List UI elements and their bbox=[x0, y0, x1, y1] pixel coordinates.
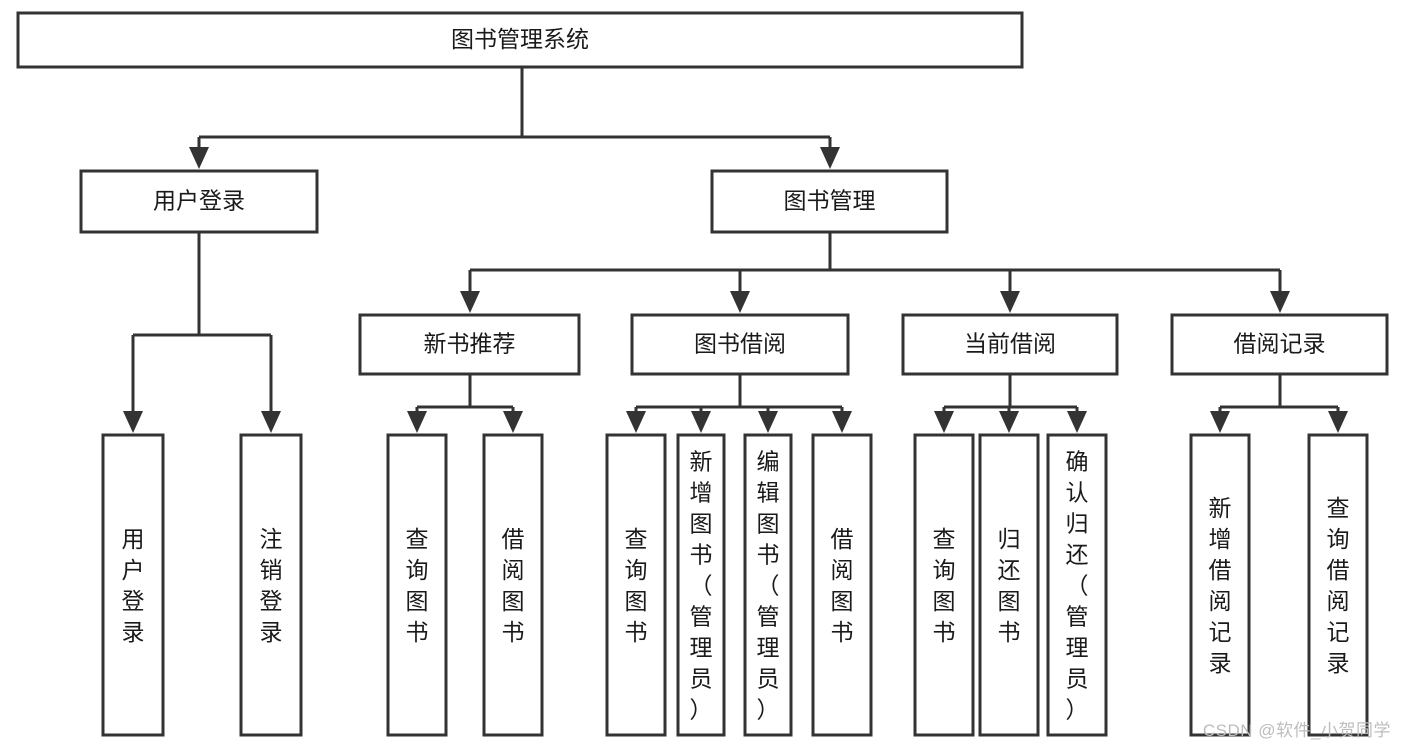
node-label: 查询图书 bbox=[625, 526, 648, 645]
node-current-borrow[interactable]: 当前借阅 bbox=[901, 313, 1119, 376]
connector-edge-to-current-borrow bbox=[1000, 270, 1020, 313]
connector-edge-to-book-manage bbox=[820, 137, 840, 169]
node-leaf-borrow-book[interactable]: 借阅图书 bbox=[811, 433, 873, 737]
connector-edge-to-leaf-user-login bbox=[123, 335, 143, 433]
node-borrow-record[interactable]: 借阅记录 bbox=[1170, 313, 1389, 376]
connector-edge-to-leaf-add-record bbox=[1210, 407, 1230, 433]
connector-edge-to-borrow-record bbox=[1270, 270, 1290, 313]
node-leaf-add-record[interactable]: 新增借阅记录 bbox=[1189, 433, 1251, 737]
node-label: 确认归还（管理员） bbox=[1066, 449, 1089, 723]
node-label: 新增借阅记录 bbox=[1209, 495, 1232, 676]
node-leaf-add-book[interactable]: 新增图书（管理员） bbox=[676, 433, 726, 737]
node-leaf-query-book-rec[interactable]: 查询图书 bbox=[386, 433, 448, 737]
node-leaf-user-login[interactable]: 用户登录 bbox=[101, 433, 165, 737]
node-book-manage[interactable]: 图书管理 bbox=[710, 169, 949, 234]
connector-edge-to-user-login bbox=[189, 137, 209, 169]
node-user-login[interactable]: 用户登录 bbox=[79, 169, 319, 234]
node-label: 编辑图书（管理员） bbox=[757, 449, 780, 723]
node-leaf-confirm-return[interactable]: 确认归还（管理员） bbox=[1046, 433, 1108, 737]
node-leaf-query-record[interactable]: 查询借阅记录 bbox=[1307, 433, 1369, 737]
node-label: 新增图书（管理员） bbox=[690, 449, 713, 723]
node-label: 用户登录 bbox=[122, 526, 145, 645]
nodes-layer: 图书管理系统用户登录图书管理新书推荐图书借阅当前借阅借阅记录用户登录注销登录查询… bbox=[16, 11, 1389, 737]
node-label: 查询借阅记录 bbox=[1327, 495, 1350, 676]
connector-edge-to-leaf-query-record bbox=[1328, 407, 1348, 433]
node-label: 借阅图书 bbox=[831, 526, 854, 645]
node-leaf-edit-book[interactable]: 编辑图书（管理员） bbox=[743, 433, 793, 737]
connector-edge-to-leaf-query-book bbox=[626, 407, 646, 433]
connector-edge-to-leaf-add-book bbox=[691, 407, 711, 433]
node-label: 查询图书 bbox=[406, 526, 429, 645]
connector-edge-to-leaf-query-book-cur bbox=[934, 407, 954, 433]
node-label: 图书借阅 bbox=[694, 331, 786, 357]
watermark-label: CSDN @软件_小贺同学 bbox=[1202, 721, 1391, 740]
connector-edge-to-leaf-query-book-rec bbox=[407, 407, 427, 433]
node-leaf-borrow-book-rec[interactable]: 借阅图书 bbox=[482, 433, 544, 737]
node-leaf-return-book[interactable]: 归还图书 bbox=[978, 433, 1040, 737]
connector-edge-to-leaf-borrow-book-rec bbox=[503, 407, 523, 433]
connector-edge-to-leaf-return-book bbox=[999, 407, 1019, 433]
node-leaf-query-book-cur[interactable]: 查询图书 bbox=[913, 433, 975, 737]
connector-edge-to-new-book-rec bbox=[460, 270, 480, 313]
node-label: 图书管理 bbox=[784, 188, 876, 214]
node-label: 注销登录 bbox=[260, 526, 283, 645]
node-label: 归还图书 bbox=[998, 526, 1021, 645]
connector-edge-to-book-borrow bbox=[730, 270, 750, 313]
connector-edge-to-leaf-confirm-return bbox=[1067, 407, 1087, 433]
node-label: 查询图书 bbox=[933, 526, 956, 645]
node-root[interactable]: 图书管理系统 bbox=[16, 11, 1024, 69]
node-book-borrow[interactable]: 图书借阅 bbox=[630, 313, 850, 376]
node-label: 图书管理系统 bbox=[451, 26, 589, 52]
node-new-book-rec[interactable]: 新书推荐 bbox=[358, 313, 581, 376]
node-leaf-query-book[interactable]: 查询图书 bbox=[605, 433, 667, 737]
node-label: 借阅图书 bbox=[502, 526, 525, 645]
node-label: 当前借阅 bbox=[964, 331, 1056, 357]
connector-edge-to-leaf-borrow-book bbox=[832, 407, 852, 433]
connectors-layer bbox=[123, 67, 1348, 433]
node-label: 新书推荐 bbox=[424, 331, 516, 357]
node-label: 用户登录 bbox=[153, 188, 245, 214]
node-label: 借阅记录 bbox=[1234, 331, 1326, 357]
connector-edge-to-leaf-edit-book bbox=[758, 407, 778, 433]
connector-edge-to-leaf-logout bbox=[261, 335, 281, 433]
node-leaf-logout[interactable]: 注销登录 bbox=[239, 433, 303, 737]
